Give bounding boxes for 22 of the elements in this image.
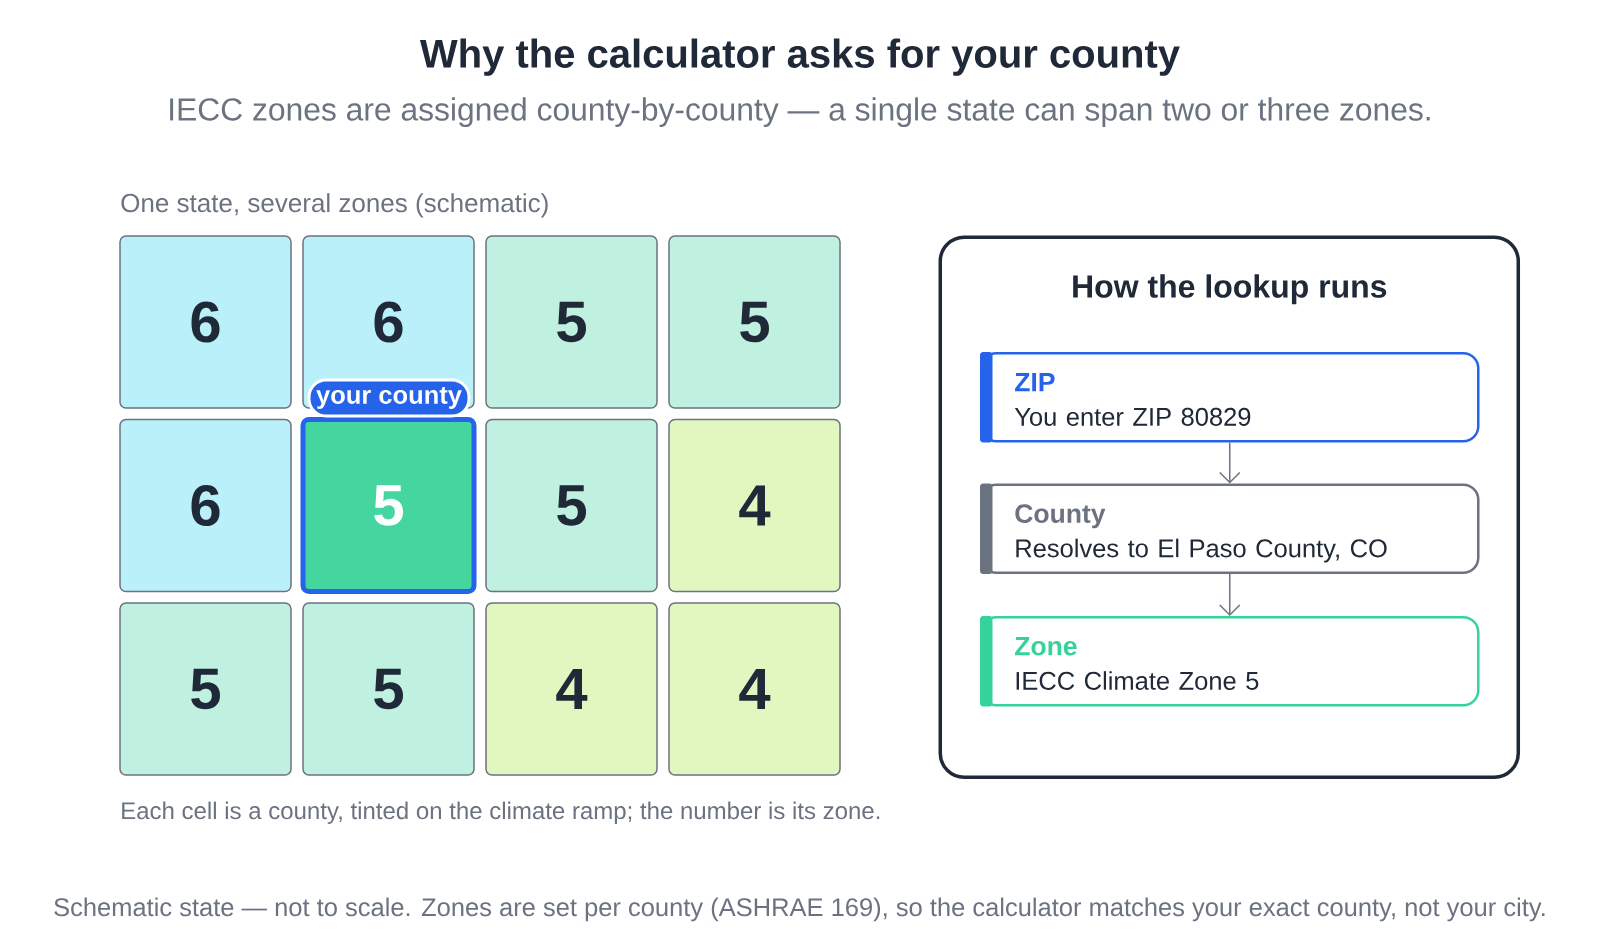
zone-cell: 6 xyxy=(119,418,292,593)
zone-cell: 5 xyxy=(485,235,658,409)
subtitle: IECC zones are assigned county-by-county — a single state can span two or three zones. xyxy=(170,97,1430,127)
zone-cell: 4 xyxy=(485,602,658,776)
arrow xyxy=(1219,573,1241,616)
zone-cell: 5 xyxy=(485,418,658,593)
caption: Each cell is a county, tinted on the climate ramp; the number is its zone. xyxy=(122,801,880,824)
zone-cell: 4 xyxy=(668,602,841,776)
zone-cell: 5 xyxy=(119,602,292,776)
badge: your county xyxy=(307,378,471,418)
zone-cell: 5 xyxy=(300,417,477,594)
zone-cell: 6 xyxy=(119,235,292,409)
zone-cell: 5 xyxy=(302,602,475,776)
footnote: Schematic state — not to scale. Zones are set per county (ASHRAE 169), so the calculator matches your exact county, not your city. xyxy=(54,897,1545,922)
section-label: One state, several zones (schematic) xyxy=(121,193,548,218)
arrow xyxy=(1219,441,1241,484)
step-card: Zone IECC Climate Zone 5 xyxy=(980,616,1480,707)
title: Why the calculator asks for your county xyxy=(419,38,1180,76)
step-card: County Resolves to El Paso County, CO xyxy=(980,483,1480,574)
zone-cell: 4 xyxy=(668,418,841,593)
zone-cell: 5 xyxy=(668,235,841,409)
step-card: ZIP You enter ZIP 80829 xyxy=(980,352,1480,443)
